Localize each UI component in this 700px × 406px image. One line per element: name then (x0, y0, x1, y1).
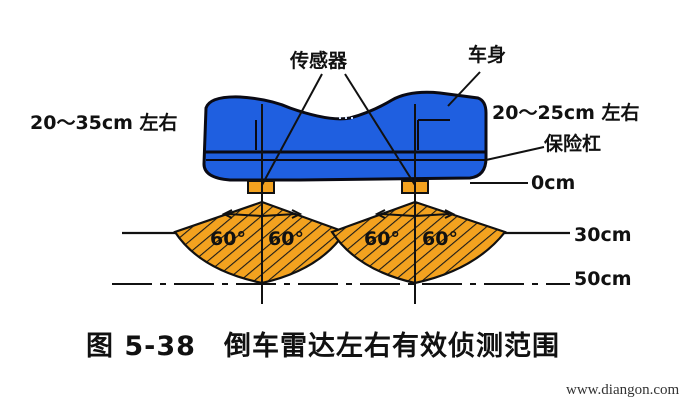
body-leader (447, 71, 481, 107)
sensor-leader-left (261, 73, 323, 186)
right-height-label: 20～25cm 左右 (492, 102, 640, 124)
bumper-label: 保险杠 (544, 133, 602, 155)
sensor-label: 传感器 (290, 50, 348, 72)
car-body-label: 车身 (468, 44, 507, 66)
car-body-shape (202, 90, 488, 182)
right-sensor-arrows (374, 209, 456, 219)
left-zone-angle-b: 60° (268, 228, 304, 250)
zero-level-label: 0cm (531, 172, 576, 194)
watermark: www.diangon.com (566, 382, 680, 398)
right-zone-angle-a: 60° (364, 228, 400, 250)
left-height-label: 20～35cm 左右 (30, 112, 178, 134)
figure-caption: 图 5-38 倒车雷达左右有效侦测范围 (86, 331, 560, 362)
fifty-cm-label: 50cm (574, 268, 632, 290)
sensor-leader-right (344, 73, 416, 186)
car-body-detail-right (417, 119, 450, 150)
right-detection-zone (330, 200, 507, 285)
left-zone-angle-a: 60° (210, 228, 246, 250)
right-zone-angle-b: 60° (422, 228, 458, 250)
left-sensor-arrows (221, 209, 303, 219)
left-detection-zone (173, 200, 347, 285)
bumper-leader (485, 146, 545, 161)
thirty-cm-label: 30cm (574, 224, 632, 246)
